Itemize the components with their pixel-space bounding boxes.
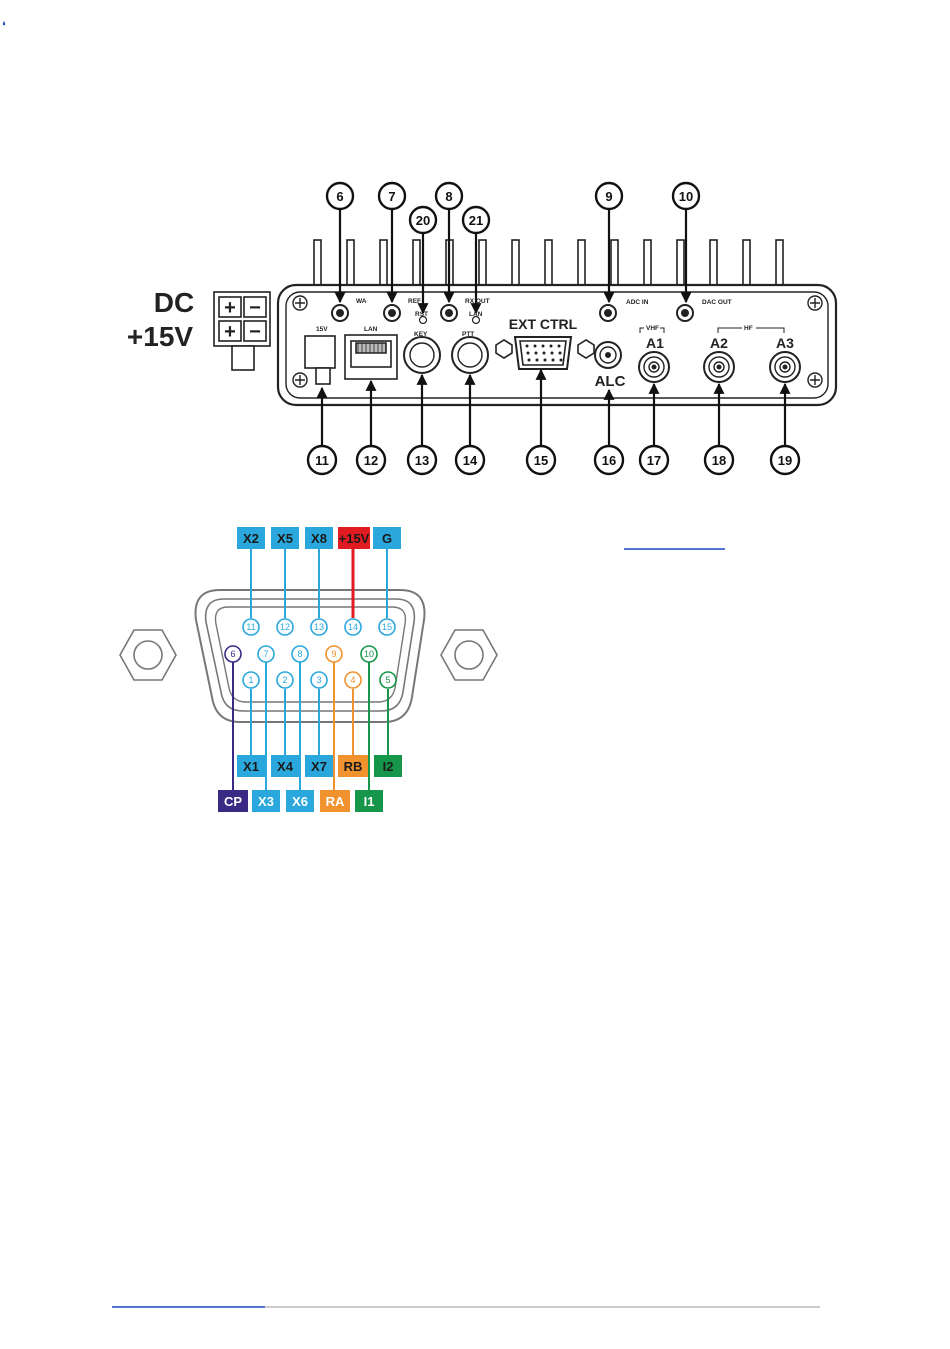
label-hf: HF: [744, 325, 753, 332]
callout-15: 15: [534, 453, 548, 468]
pin-11: 11: [246, 622, 255, 632]
heatsink-fins: [314, 240, 783, 286]
label-alc: ALC: [595, 373, 626, 390]
lan-jack-icon: [345, 335, 397, 379]
callout-6: 6: [336, 189, 343, 204]
label-plus15v: +15V: [339, 531, 370, 546]
ext-ctrl-pinout: 11 12 13 14 15 6 7 8 9 10 1 2 3 4 5 X2 X…: [120, 527, 497, 812]
callout-19: 19: [778, 453, 792, 468]
pin-14: 14: [348, 622, 358, 632]
label-x3: X3: [258, 794, 274, 809]
dc-plus-1: +: [224, 297, 236, 319]
label-g: G: [382, 531, 392, 546]
callout-12: 12: [364, 453, 378, 468]
pin-9: 9: [331, 649, 336, 659]
pin-6: 6: [230, 649, 235, 659]
dc-voltage-label: +15V: [127, 321, 193, 352]
callout-11: 11: [315, 453, 329, 468]
label-wa: WA: [356, 298, 367, 305]
dc-minus-1: −: [249, 297, 261, 319]
pin-5: 5: [385, 675, 390, 685]
pin-12: 12: [280, 622, 290, 632]
corner-mark: ❛: [2, 19, 6, 33]
label-rb: RB: [344, 759, 363, 774]
label-a1: A1: [646, 335, 664, 351]
callout-8: 8: [445, 189, 452, 204]
label-rst: RST: [415, 311, 428, 318]
pin-15: 15: [382, 622, 392, 632]
pin-7: 7: [263, 649, 268, 659]
label-ra: RA: [326, 794, 345, 809]
label-a3: A3: [776, 335, 794, 351]
pin-1: 1: [248, 675, 253, 685]
antenna-connectors: [639, 352, 800, 382]
label-x6: X6: [292, 794, 308, 809]
pin-3: 3: [316, 675, 321, 685]
label-ref: REF: [408, 298, 421, 305]
callout-18: 18: [712, 453, 726, 468]
label-15v: 15V: [316, 326, 328, 333]
rear-panel: DC +15V + − + − WA REF RST: [127, 183, 836, 474]
15v-socket: [305, 336, 335, 368]
callout-13: 13: [415, 453, 429, 468]
label-ext-ctrl: EXT CTRL: [509, 316, 578, 332]
label-x7: X7: [311, 759, 327, 774]
callout-circles-top: [327, 183, 699, 233]
callout-9: 9: [605, 189, 612, 204]
label-a2: A2: [710, 335, 728, 351]
callout-16: 16: [602, 453, 616, 468]
dc-plus-2: +: [224, 321, 236, 343]
callout-7: 7: [388, 189, 395, 204]
label-x8: X8: [311, 531, 327, 546]
pin-4: 4: [350, 675, 355, 685]
dc-plug-icon: [214, 292, 270, 370]
callout-14: 14: [463, 453, 478, 468]
label-lan: LAN: [364, 326, 378, 333]
label-x5: X5: [277, 531, 293, 546]
callout-10: 10: [679, 189, 693, 204]
label-cp: CP: [224, 794, 242, 809]
label-x1: X1: [243, 759, 259, 774]
label-i2: I2: [383, 759, 394, 774]
label-dac-out: DAC OUT: [702, 299, 732, 306]
label-x4: X4: [277, 759, 294, 774]
dc-minus-2: −: [249, 321, 261, 343]
label-rx-out: RX OUT: [465, 298, 490, 305]
pin-8: 8: [297, 649, 302, 659]
callout-17: 17: [647, 453, 661, 468]
pin-13: 13: [314, 622, 324, 632]
label-vhf: VHF: [646, 325, 659, 332]
pin-10: 10: [364, 649, 374, 659]
callout-21: 21: [469, 213, 483, 228]
pin-2: 2: [282, 675, 287, 685]
label-x2: X2: [243, 531, 259, 546]
label-i1: I1: [364, 794, 375, 809]
callout-20: 20: [416, 213, 430, 228]
label-adc-in: ADC IN: [626, 299, 649, 306]
dc-label: DC: [154, 287, 194, 318]
